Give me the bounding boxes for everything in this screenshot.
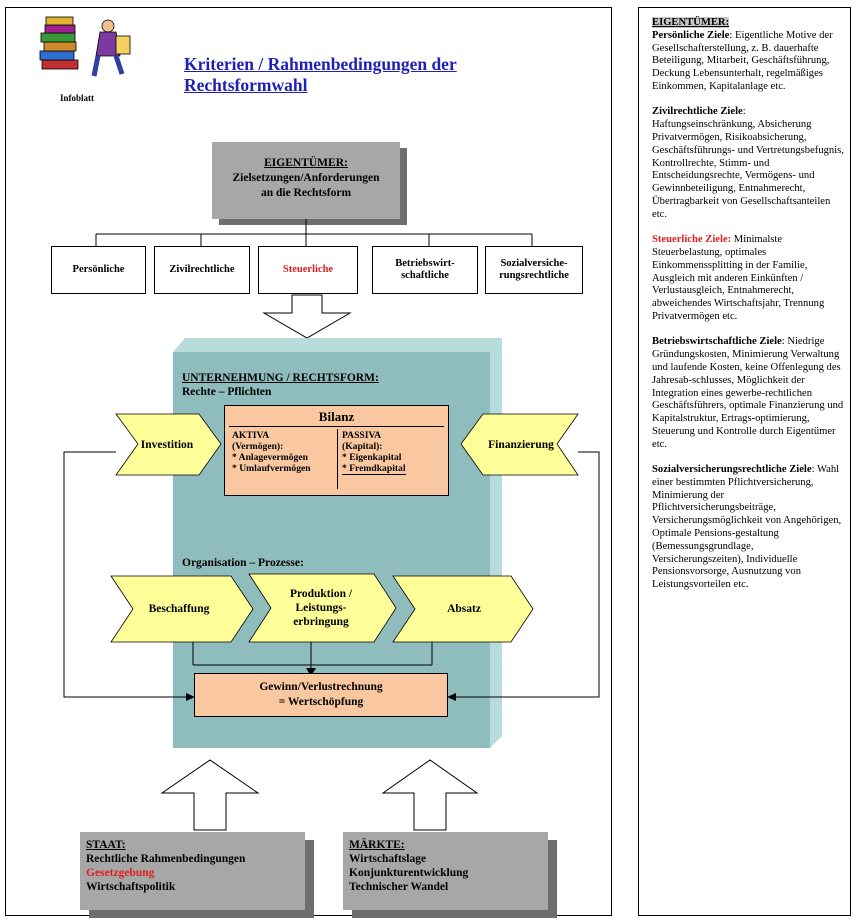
sidebar-zivilrechtliche: Zivilrechtliche Ziele: Haftungseinschrän… — [652, 106, 844, 220]
staat-box: STAAT: Rechtliche Rahmenbedingungen Gese… — [80, 832, 305, 910]
owner-heading: EIGENTÜMER: — [264, 157, 348, 169]
reading-person-icon — [91, 19, 131, 77]
maerkte-heading: MÄRKTE: — [349, 839, 405, 851]
beschaffung-label: Beschaffung — [148, 603, 210, 615]
chevron-absatz-shape — [392, 575, 534, 643]
bilanz-title: Bilanz — [229, 408, 444, 427]
investition-label: Investition — [140, 438, 194, 451]
category-steuerliche: Steuerliche — [258, 246, 358, 294]
books-and-reader-icon — [39, 16, 131, 77]
company-heading: UNTERNEHMUNG / RECHTSFORM: — [182, 372, 379, 384]
bilanz-divider — [337, 429, 338, 489]
arrowhead-left — [186, 693, 195, 701]
company-subheading: Rechte – Pflichten — [182, 386, 272, 398]
category-zivilrechtliche: Zivilrechtliche — [154, 246, 250, 294]
owner-box: EIGENTÜMER: Zielsetzungen/Anforderungen … — [212, 142, 400, 219]
page-title: Kriterien / Rahmenbedingungen der Rechts… — [184, 54, 457, 96]
bilanz-box: Bilanz AKTIVA (Vermögen): * Anlagevermög… — [224, 405, 449, 496]
org-heading: Organisation – Prozesse: — [182, 557, 304, 569]
gewinn-box: Gewinn/Verlustrechnung = Wertschöpfung — [194, 673, 448, 717]
bilanz-passiva: PASSIVA (Kapital): * Eigenkapital * Frem… — [342, 430, 406, 475]
staat-line1: Rechtliche Rahmenbedingungen — [86, 853, 246, 865]
connector-lines — [95, 219, 533, 246]
maerkte-box: MÄRKTE: Wirtschaftslage Konjunkturentwic… — [343, 832, 548, 910]
sidebar-persoenliche: Persönliche Ziele: Eigentliche Motive de… — [652, 29, 833, 92]
company-block-top — [173, 338, 502, 352]
books-stack-icon — [39, 16, 79, 70]
staat-line2: Gesetzgebung — [86, 867, 155, 879]
infoblatt-label: Infoblatt — [60, 93, 95, 103]
maerkte-line3: Technischer Wandel — [349, 881, 449, 893]
maerkte-line1: Wirtschaftslage — [349, 853, 427, 865]
down-arrow-icon — [262, 294, 352, 339]
page-title-line2: Rechtsformwahl — [184, 75, 308, 95]
bilanz-aktiva: AKTIVA (Vermögen): * Anlagevermögen * Um… — [232, 430, 311, 474]
category-persoenliche: Persönliche — [51, 246, 146, 294]
company-block-side — [490, 338, 502, 748]
maerkte-line2: Konjunkturentwicklung — [349, 867, 469, 879]
owner-line1: Zielsetzungen/Anforderungen — [232, 172, 380, 184]
side-panel: EIGENTÜMER: Persönliche Ziele: Eigentlic… — [638, 7, 851, 916]
absatz-label: Absatz — [447, 603, 481, 615]
sidebar-steuerliche: Steuerliche Ziele: Minimalste Steuerbela… — [652, 234, 825, 322]
gewinn-line1: Gewinn/Verlustrechnung — [259, 681, 383, 693]
gewinn-line2: = Wertschöpfung — [278, 696, 364, 708]
chevron-finanzierung-shape — [460, 413, 579, 476]
category-sozialversicherungsrechtliche: Sozialversiche-rungsrechtliche — [485, 246, 583, 294]
chevron-beschaffung-shape — [110, 575, 254, 643]
produktion-label: Produktion / Leistungs- erbringung — [289, 588, 353, 628]
company-heading-block: UNTERNEHMUNG / RECHTSFORM: Rechte – Pfli… — [182, 371, 379, 399]
finanzierung-label: Finanzierung — [488, 438, 554, 451]
page-title-line1: Kriterien / Rahmenbedingungen der — [184, 54, 457, 74]
arrowhead-center — [306, 668, 316, 676]
arrowhead-right — [447, 693, 456, 701]
staat-heading: STAAT: — [86, 839, 126, 851]
up-arrow-maerkte-icon — [381, 759, 479, 831]
owner-line2: an die Rechtsform — [260, 187, 352, 199]
chevron-produktion-shape — [248, 573, 397, 643]
staat-line3: Wirtschaftspolitik — [86, 881, 176, 893]
sidebar-heading: EIGENTÜMER: — [652, 17, 730, 28]
up-arrow-staat-icon — [160, 759, 260, 831]
chevron-investition-shape — [115, 413, 222, 476]
category-betriebswirtschaftliche: Betriebswirt-schaftliche — [372, 246, 478, 294]
sidebar-betriebswirtschaftliche: Betriebswirtschaftliche Ziele: Niedrige … — [652, 336, 844, 450]
sidebar-sozialversicherungsrechtliche: Sozialversicherungsrechtliche Ziele: Wah… — [652, 464, 842, 591]
main-panel: Infoblatt Kriterien / Rahmenbedingungen … — [5, 7, 612, 918]
